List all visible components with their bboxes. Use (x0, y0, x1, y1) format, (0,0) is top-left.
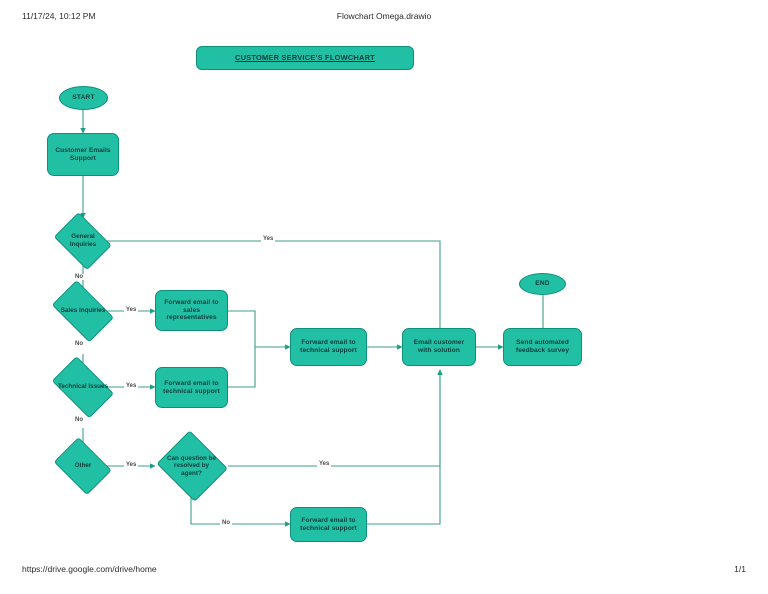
node-forward-email-tech-bottom-label: Forward email to technical support (300, 516, 357, 532)
node-end[interactable]: END (519, 273, 566, 295)
node-general-inquiries[interactable]: General Inquiries (51, 212, 115, 270)
edge-label-sales-yes: Yes (124, 307, 139, 313)
node-send-feedback-survey[interactable]: Send automated feedback survey (503, 328, 582, 366)
node-forward-email-tech-center[interactable]: Forward email to technical support (290, 328, 367, 366)
edge-label-technical-yes: Yes (124, 383, 139, 389)
node-start[interactable]: START (59, 86, 108, 110)
node-email-customer-with-solution[interactable]: Email customer with solution (402, 328, 476, 366)
stub-forward-sales-merge (228, 310, 256, 347)
edge-label-technical-no: No (73, 417, 85, 423)
edge-label-sales-no: No (73, 341, 85, 347)
node-other[interactable]: Other (51, 437, 115, 495)
edge-bottom-forward-to-email-customer (367, 369, 443, 525)
node-forward-email-tech-left[interactable]: Forward email to technical support (155, 367, 228, 408)
node-forward-email-sales[interactable]: Forward email to sales representatives (155, 290, 228, 331)
node-general-inquiries-label: General Inquiries (69, 233, 97, 248)
print-footer: https://drive.google.com/drive/home 1/1 (0, 564, 768, 578)
node-customer-emails-support-label: Customer Emails Support (55, 146, 111, 162)
node-technical-issues-label: Technical Issues (58, 383, 108, 391)
node-customer-emails-support[interactable]: Customer Emails Support (47, 133, 119, 176)
flowchart-title-box: CUSTOMER SERVICE'S FLOWCHART (196, 46, 414, 70)
node-sales-inquiries[interactable]: Sales Inquiries (47, 280, 119, 342)
node-email-customer-with-solution-label: Email customer with solution (413, 339, 465, 354)
node-can-question-be-resolved[interactable]: Can question be resolved by agent? (155, 430, 228, 502)
node-send-feedback-survey-label: Send automated feedback survey (515, 339, 570, 354)
print-date: 11/17/24, 10:12 PM (22, 11, 96, 21)
edge-general-yes-to-email-customer (106, 240, 443, 365)
print-header: 11/17/24, 10:12 PM Flowchart Omega.drawi… (0, 11, 768, 25)
document-title: Flowchart Omega.drawio (336, 11, 432, 21)
node-sales-inquiries-label: Sales Inquiries (60, 307, 106, 315)
stub-forward-tech-merge (228, 347, 256, 388)
flowchart-title-text: CUSTOMER SERVICE'S FLOWCHART (235, 52, 375, 62)
edge-resolve-yes-to-email-customer (228, 369, 443, 467)
page-number: 1/1 (734, 564, 746, 574)
node-can-question-be-resolved-label: Can question be resolved by agent? (167, 454, 216, 477)
node-start-label: START (72, 94, 95, 102)
node-forward-email-sales-label: Forward email to sales representatives (164, 299, 219, 322)
flowchart-canvas: CUSTOMER SERVICE'S FLOWCHART START Custo… (0, 34, 768, 554)
node-technical-issues[interactable]: Technical Issues (47, 356, 119, 418)
edge-label-resolve-no: No (220, 520, 232, 526)
edge-label-general-no: No (73, 274, 85, 280)
node-forward-email-tech-left-label: Forward email to technical support (163, 379, 220, 395)
edge-label-general-yes: Yes (261, 236, 276, 242)
source-url: https://drive.google.com/drive/home (22, 564, 157, 574)
node-forward-email-tech-bottom[interactable]: Forward email to technical support (290, 507, 367, 542)
edge-resolve-no-to-bottom-forward (190, 489, 291, 527)
node-other-label: Other (74, 462, 92, 470)
node-forward-email-tech-center-label: Forward email to technical support (300, 339, 357, 354)
edge-label-other-yes: Yes (124, 462, 139, 468)
edge-label-resolve-yes: Yes (317, 461, 332, 467)
node-end-label: END (535, 280, 550, 288)
